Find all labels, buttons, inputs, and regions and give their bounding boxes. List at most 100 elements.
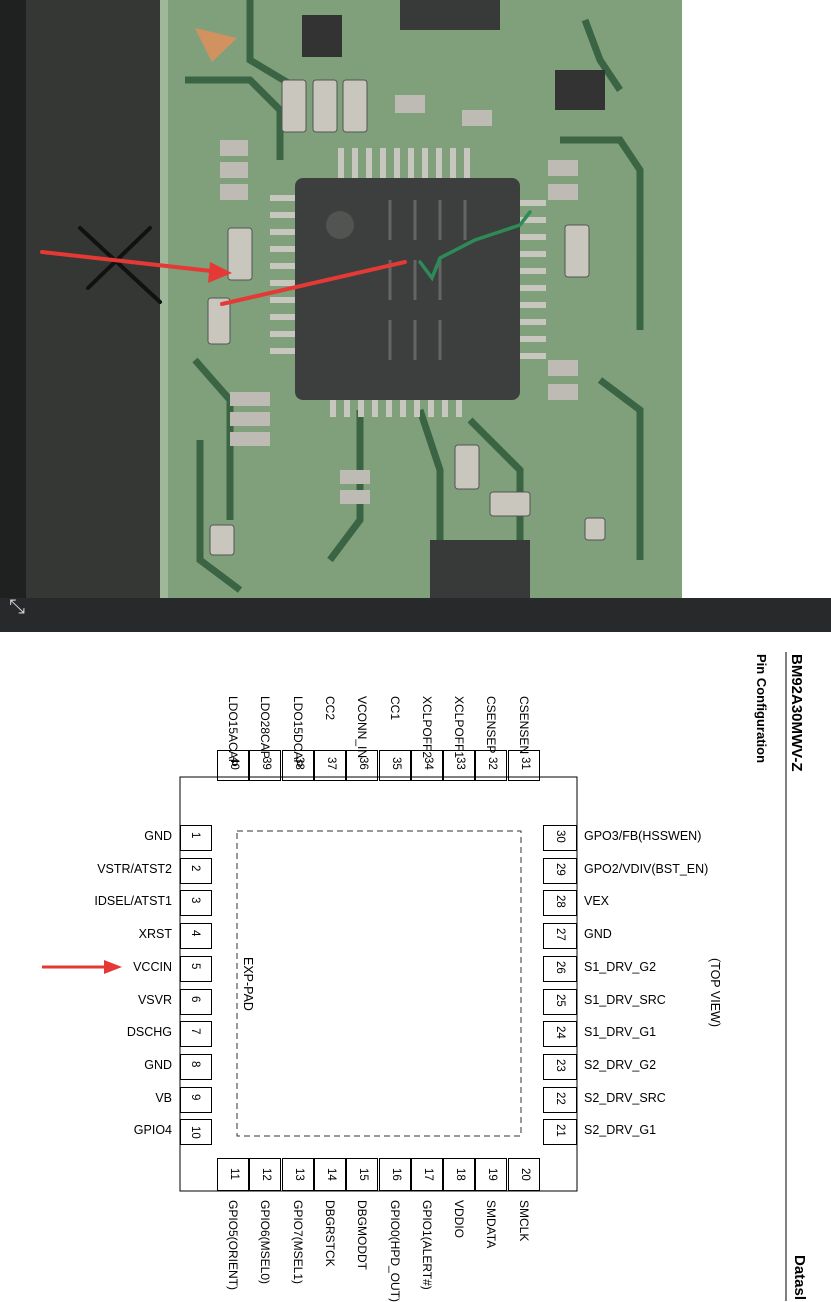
pin-number: 29 [554, 862, 566, 876]
pin-box [180, 923, 212, 950]
pin-number: 23 [554, 1058, 566, 1072]
pin-box [543, 857, 577, 884]
pin-name: S2_DRV_SRC [584, 1090, 666, 1105]
pin-box [543, 1119, 577, 1146]
pin-name: XCLPOFF1 [452, 696, 467, 759]
pin-box [249, 1158, 282, 1191]
pin-number: 15 [357, 1168, 370, 1181]
pin-name: GND [584, 927, 612, 942]
pin-box [346, 750, 379, 781]
datasheet-title: BM92A30MWV-Z [788, 654, 805, 772]
pin-box [378, 1158, 411, 1191]
pin-name: DBGRSTCK [322, 1200, 337, 1267]
pin-name: LDO28CAP [258, 696, 273, 759]
corner-text: Datasl [791, 1255, 808, 1301]
pin-number: 4 [189, 930, 201, 937]
pin-name: CSENSEN [516, 696, 531, 755]
pin-box [443, 1158, 476, 1191]
view-label: (TOP VIEW) [708, 958, 722, 1027]
pin-number: 24 [554, 1026, 566, 1039]
pin-box [180, 988, 212, 1015]
pin-name: S2_DRV_G1 [584, 1123, 657, 1138]
pin-name: SMCLK [516, 1200, 531, 1242]
pin-box [410, 750, 443, 781]
pin-number: 27 [554, 928, 566, 941]
pin-box [475, 750, 508, 781]
pin-name: S2_DRV_G2 [584, 1057, 657, 1072]
pin-name: VB [155, 1090, 172, 1105]
pin-box [443, 750, 476, 781]
pin-box [543, 955, 577, 982]
pin-number: 10 [189, 1126, 201, 1140]
pin-box [217, 1158, 249, 1191]
pin-name: VSTR/ATST2 [97, 861, 172, 876]
pin-name: GPIO4 [133, 1123, 172, 1138]
pin-name: S1_DRV_SRC [584, 992, 666, 1007]
pin-number: 30 [554, 830, 566, 843]
pin-name: GPIO1(ALERT#) [419, 1200, 434, 1290]
pin-name: S1_DRV_G1 [584, 1025, 657, 1040]
pin-name: GPIO0(HPD_OUT) [387, 1200, 402, 1302]
pin-name: VCCIN [133, 959, 172, 974]
pin-number: 26 [554, 960, 566, 974]
pin-number: 12 [260, 1168, 273, 1181]
pin-box [313, 750, 346, 781]
pin-number: 13 [292, 1168, 305, 1181]
datasheet-page [0, 632, 831, 1301]
pin-number: 18 [454, 1168, 467, 1181]
pin-box [180, 825, 212, 851]
pin-number: 39 [260, 757, 273, 770]
pin-number: 25 [554, 993, 566, 1007]
pin-name: VSVR [137, 992, 172, 1007]
pin-name: CC1 [387, 696, 402, 721]
pin-name: LDO15DCAP [290, 696, 305, 768]
pin-box [543, 988, 577, 1015]
pin-box [543, 890, 577, 917]
pin-number: 21 [554, 1124, 566, 1138]
pin-number: 36 [357, 757, 370, 770]
pin-number: 31 [518, 757, 531, 770]
expand-icon[interactable]: ⤡ [9, 596, 25, 618]
pin-name: S1_DRV_G2 [584, 959, 657, 974]
pcb-photo [0, 0, 831, 598]
pin-number: 14 [324, 1168, 337, 1181]
pin-name: GPO2/VDIV(BST_EN) [584, 861, 709, 876]
pin-box [180, 857, 212, 884]
pin-name: GPIO7(MSEL1) [290, 1200, 305, 1285]
pin-box [180, 890, 212, 917]
pin-box [346, 1158, 379, 1191]
pin-name: XCLPOFF2 [419, 696, 434, 759]
pin-name: VDDIO [452, 1200, 467, 1239]
pin-number: 3 [189, 897, 201, 904]
pin-name: GPO3/FB(HSSWEN) [584, 829, 702, 843]
pin-name: XRST [138, 927, 172, 942]
pin-number: 9 [189, 1093, 201, 1100]
pin-box [543, 825, 577, 851]
pin-number: 11 [228, 1168, 240, 1180]
pin-box [543, 923, 577, 950]
pin-name: IDSEL/ATST1 [94, 894, 172, 909]
pin-number: 8 [189, 1060, 201, 1068]
pin-box [180, 1119, 212, 1146]
pin-box [180, 955, 212, 982]
pin-number: 20 [518, 1168, 531, 1181]
pin-name: VCONN_IN [355, 696, 370, 759]
pin-box [475, 1158, 508, 1191]
pin-box [378, 750, 411, 781]
pin-number: 19 [486, 1168, 499, 1181]
section-heading: Pin Configuration [754, 654, 769, 764]
pin-number: 1 [189, 832, 201, 839]
pin-name: DBGMODDT [355, 1200, 370, 1270]
pin-box [543, 1053, 577, 1080]
pin-name: LDO15ACAP [226, 696, 240, 767]
pin-box [410, 1158, 443, 1191]
exp-pad-label: EXP-PAD [241, 957, 255, 1011]
pin-box [543, 1086, 577, 1113]
pin-name: GPIO6(MSEL0) [258, 1200, 273, 1285]
pin-number: 37 [324, 757, 337, 770]
pin-number: 16 [389, 1168, 402, 1181]
pin-name: SMDATA [484, 1200, 499, 1249]
pin-number: 34 [421, 757, 434, 770]
pin-name: DSCHG [126, 1025, 172, 1040]
pin-number: 6 [189, 995, 201, 1002]
